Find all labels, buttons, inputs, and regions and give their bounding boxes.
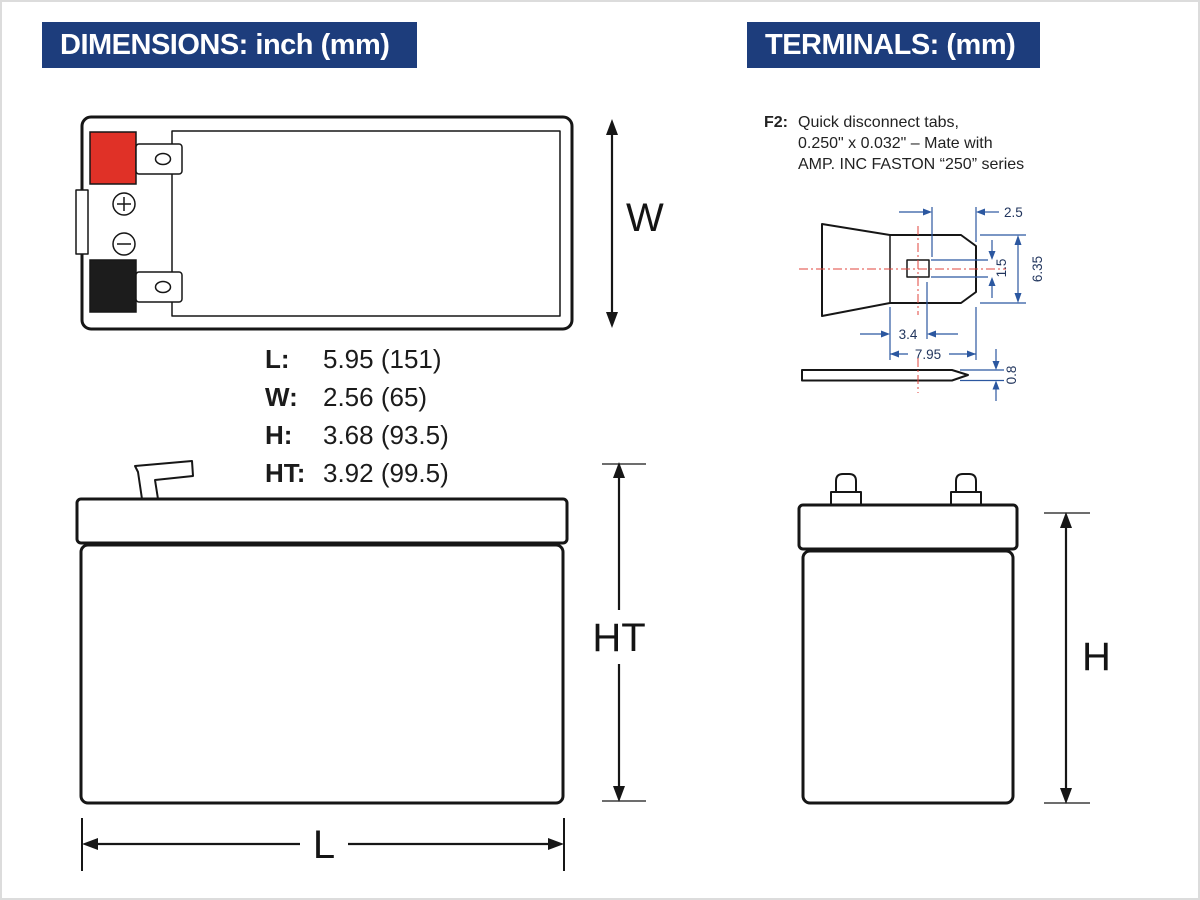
tab-edge-profile (801, 369, 969, 382)
tab-width-value: 2.5 (1004, 205, 1023, 220)
w-label: W (626, 196, 664, 240)
l-label: L (313, 823, 335, 867)
l-dimension-arrow: L (81, 818, 565, 871)
spec-value-h: 3.68 (93.5) (323, 420, 449, 450)
spec-value-l: 5.95 (151) (323, 344, 442, 374)
battery-top-view (75, 115, 574, 331)
quick-disconnect-tabs (135, 143, 183, 303)
terminal-posts (830, 473, 982, 506)
terminals-header-title: TERMINALS: (mm) (765, 28, 1016, 61)
w-dimension-arrow: W (606, 119, 664, 328)
dimensions-header: DIMENSIONS: inch (mm) (42, 22, 417, 68)
f2-note-line3: AMP. INC FASTON “250” series (798, 156, 1025, 173)
dimple-offset-value: 3.4 (899, 327, 918, 342)
f2-label: F2: (764, 114, 788, 131)
spec-row: W: 2.56 (65) (265, 378, 449, 416)
f2-note-text: Quick disconnect tabs, 0.250" x 0.032" –… (798, 112, 1024, 175)
battery-body (79, 543, 565, 805)
spec-label-h: H: (265, 420, 293, 450)
dimple-dimension: 1.5 (931, 240, 1009, 298)
positive-terminal (89, 131, 137, 185)
dimple-offset-dimension: 3.4 (860, 282, 958, 360)
tab-length-dimension: 7.95 (890, 307, 977, 362)
front-terminal-tab (134, 460, 194, 500)
spec-value-w: 2.56 (65) (323, 382, 428, 412)
polarity-symbols (112, 192, 136, 256)
h-label: H (1082, 635, 1111, 679)
side-battery-body (801, 549, 1015, 805)
tab-length-value: 7.95 (915, 347, 941, 362)
f2-note-line2: 0.250" x 0.032" – Mate with (798, 135, 993, 152)
tab-height-dimension: 6.35 (980, 234, 1045, 304)
side-battery-lid (797, 503, 1019, 551)
f2-note-line1: Quick disconnect tabs, (798, 114, 959, 131)
side-bracket (75, 189, 89, 255)
battery-side-view (797, 473, 1019, 805)
h-dimension-arrow: H (1044, 512, 1111, 804)
dimensions-header-title: DIMENSIONS: inch (mm) (60, 28, 390, 61)
spec-row: HT: 3.92 (99.5) (265, 454, 449, 492)
terminal-tab-profile (821, 223, 977, 317)
ht-dimension-arrow: HT (592, 462, 646, 802)
spec-row: L: 5.95 (151) (265, 340, 449, 378)
spec-value-ht: 3.92 (99.5) (323, 458, 449, 488)
spec-label-w: W: (265, 382, 298, 412)
tab-thickness-value: 0.8 (1004, 366, 1019, 385)
tab-width-dimension: 2.5 (899, 205, 1023, 257)
ht-label: HT (592, 616, 645, 660)
f2-terminal-note: F2: Quick disconnect tabs, 0.250" x 0.03… (764, 112, 1074, 175)
dimension-spec-list: L: 5.95 (151) W: 2.56 (65) H: 3.68 (93.5… (265, 340, 449, 492)
spec-row: H: 3.68 (93.5) (265, 416, 449, 454)
dimple-value: 1.5 (994, 259, 1009, 278)
spec-label-l: L: (265, 344, 290, 374)
tab-height-value: 6.35 (1030, 256, 1045, 282)
spec-label-ht: HT: (265, 458, 306, 488)
tab-thickness-view: 0.8 (801, 349, 1019, 401)
terminal-detail-drawing: 2.5 6.35 1.5 (799, 205, 1045, 401)
terminals-header: TERMINALS: (mm) (747, 22, 1040, 68)
battery-lid (75, 497, 569, 545)
negative-terminal (89, 259, 137, 313)
battery-front-view (75, 460, 569, 805)
